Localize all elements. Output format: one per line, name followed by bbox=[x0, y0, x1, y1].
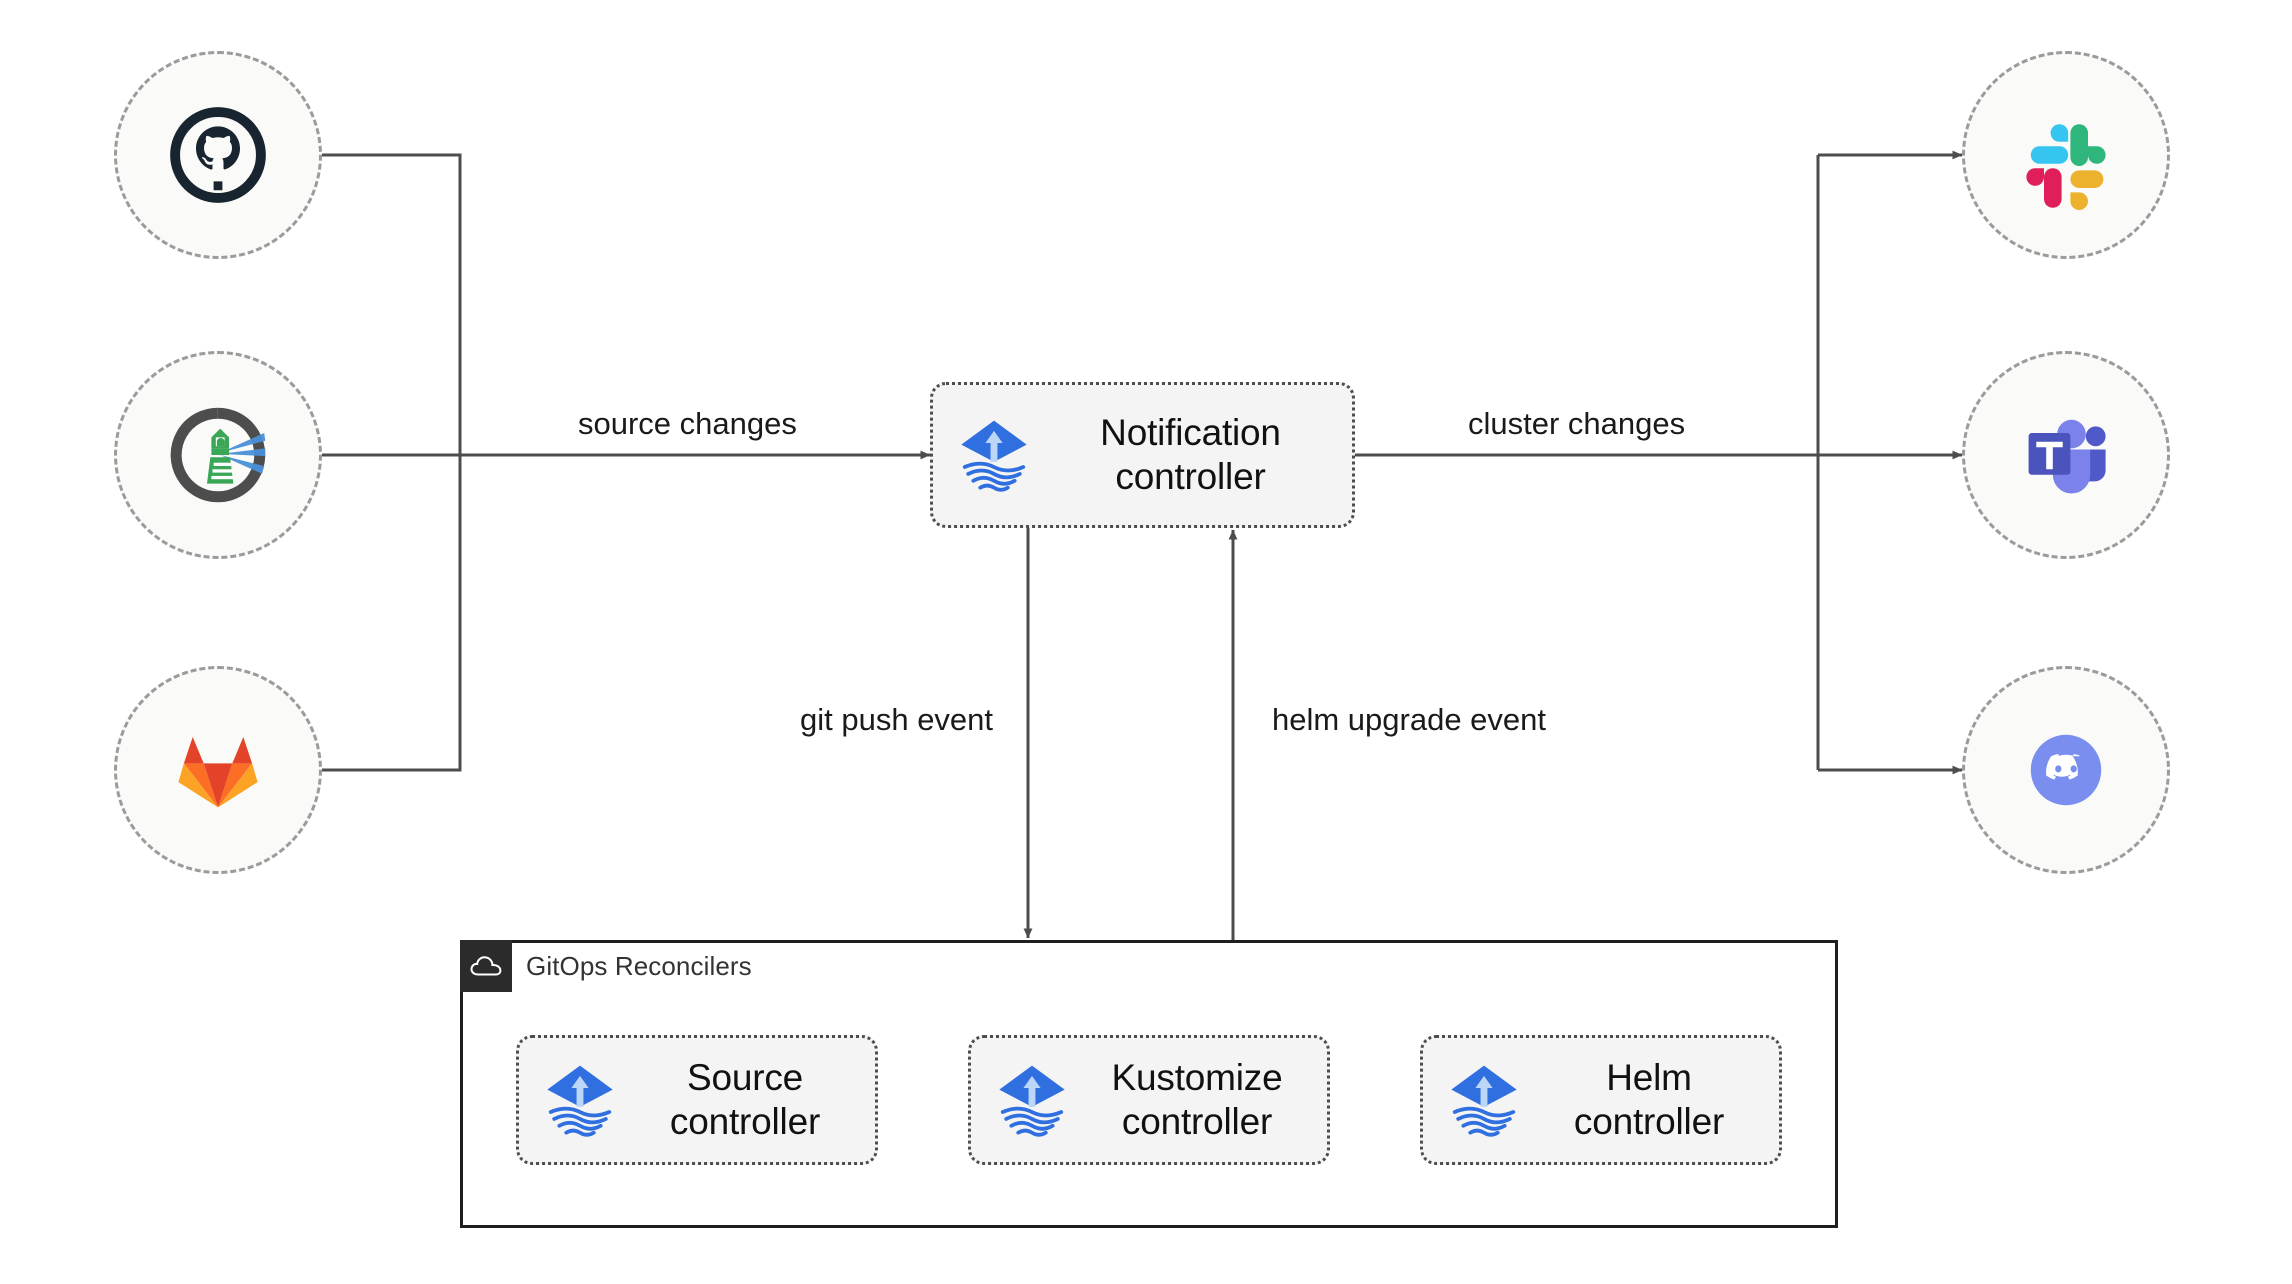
destination-node-slack[interactable] bbox=[1962, 51, 2170, 259]
edge-label-git-push-event: git push event bbox=[800, 702, 994, 737]
gitops-reconcilers-title: GitOps Reconcilers bbox=[526, 950, 752, 981]
helm-controller-box[interactable]: Helm controller bbox=[1420, 1035, 1782, 1165]
notification-controller-label: Notification controller bbox=[1100, 412, 1281, 497]
source-node-flux[interactable] bbox=[114, 351, 322, 559]
flux-controller-icon bbox=[999, 1065, 1065, 1137]
helm-controller-label: Helm controller bbox=[1573, 1057, 1725, 1142]
notification-controller-box[interactable]: Notification controller bbox=[930, 382, 1355, 528]
gitops-reconcilers-header: GitOps Reconcilers bbox=[460, 940, 752, 992]
slack-icon bbox=[2026, 124, 2106, 210]
source-controller-box[interactable]: Source controller bbox=[516, 1035, 878, 1165]
flux-lighthouse-icon bbox=[170, 407, 266, 503]
github-icon bbox=[170, 107, 266, 203]
flux-controller-icon bbox=[547, 1065, 613, 1137]
kustomize-controller-box[interactable]: Kustomize controller bbox=[968, 1035, 1330, 1165]
flux-controller-icon bbox=[961, 420, 1027, 492]
flux-controller-icon bbox=[1451, 1065, 1517, 1137]
source-node-gitlab[interactable] bbox=[114, 666, 322, 874]
cloud-badge bbox=[460, 940, 512, 992]
destination-node-teams[interactable] bbox=[1962, 351, 2170, 559]
source-controller-label: Source controller bbox=[669, 1057, 821, 1142]
cloud-icon bbox=[470, 956, 502, 976]
source-node-github[interactable] bbox=[114, 51, 322, 259]
gitlab-icon bbox=[178, 737, 258, 808]
edge-label-cluster-changes: cluster changes bbox=[1468, 406, 1686, 441]
edge-label-source-changes: source changes bbox=[578, 406, 797, 441]
wire-sources-to-notification bbox=[322, 153, 931, 772]
microsoft-teams-icon bbox=[2028, 419, 2106, 494]
wire-notification-to-destinations bbox=[1355, 150, 1963, 775]
edge-label-helm-upgrade-event: helm upgrade event bbox=[1272, 702, 1547, 737]
discord-icon bbox=[2030, 734, 2102, 806]
destination-node-discord[interactable] bbox=[1962, 666, 2170, 874]
kustomize-controller-label: Kustomize controller bbox=[1111, 1057, 1283, 1142]
